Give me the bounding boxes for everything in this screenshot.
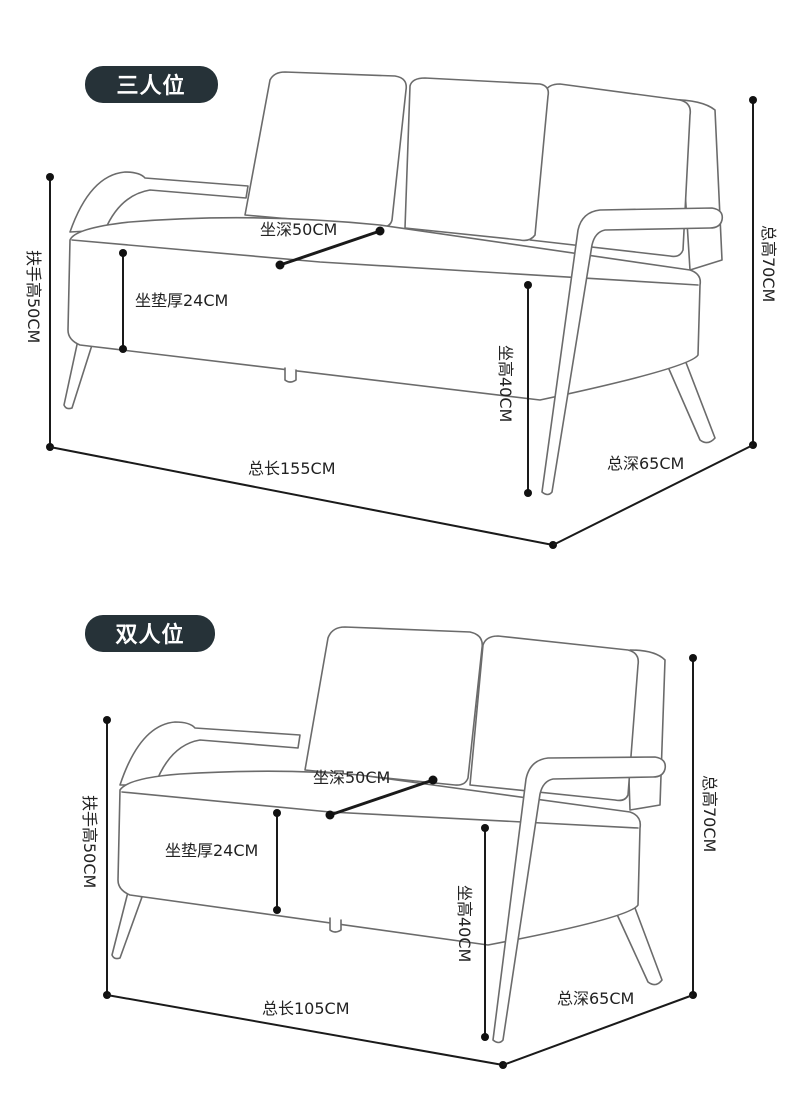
- total-height-label: 总高70CM: [700, 775, 719, 852]
- seat-depth-label: 坐深50CM: [313, 768, 390, 787]
- armrest-height-label: 扶手高50CM: [24, 250, 43, 343]
- total-depth-label: 总深65CM: [607, 454, 684, 473]
- two-seater-badge: 双人位: [85, 615, 215, 652]
- three-seater-badge: 三人位: [85, 66, 218, 103]
- two-seater-sofa-drawing: [111, 626, 667, 1044]
- total-height-label: 总高70CM: [759, 225, 778, 302]
- seat-height-label: 坐高40CM: [496, 345, 515, 422]
- cushion-thickness-label: 坐垫厚24CM: [135, 291, 228, 310]
- three-seater-dimensions: 扶手高50CM 坐垫厚24CM 坐深50CM 坐高40CM 总高70CM 总长1…: [24, 96, 778, 549]
- badge-label: 三人位: [116, 73, 185, 99]
- cushion-thickness-label: 坐垫厚24CM: [165, 841, 258, 860]
- two-seater-section: 双人位 扶手高50CM 坐垫厚24CM 坐深50CM 坐: [80, 615, 719, 1069]
- seat-height-label: 坐高40CM: [455, 885, 474, 962]
- three-seater-section: 三人位 扶手高50CM 坐垫厚24CM 坐深50CM: [24, 66, 778, 549]
- three-seater-sofa-drawing: [63, 71, 724, 496]
- two-seater-dimensions: 扶手高50CM 坐垫厚24CM 坐深50CM 坐高40CM 总高70CM 总长1…: [80, 654, 719, 1069]
- seat-depth-label: 坐深50CM: [260, 220, 337, 239]
- armrest-height-label: 扶手高50CM: [80, 795, 99, 888]
- total-length-label: 总长155CM: [248, 459, 336, 478]
- total-length-label: 总长105CM: [262, 999, 350, 1018]
- total-depth-label: 总深65CM: [557, 989, 634, 1008]
- badge-label: 双人位: [115, 622, 184, 648]
